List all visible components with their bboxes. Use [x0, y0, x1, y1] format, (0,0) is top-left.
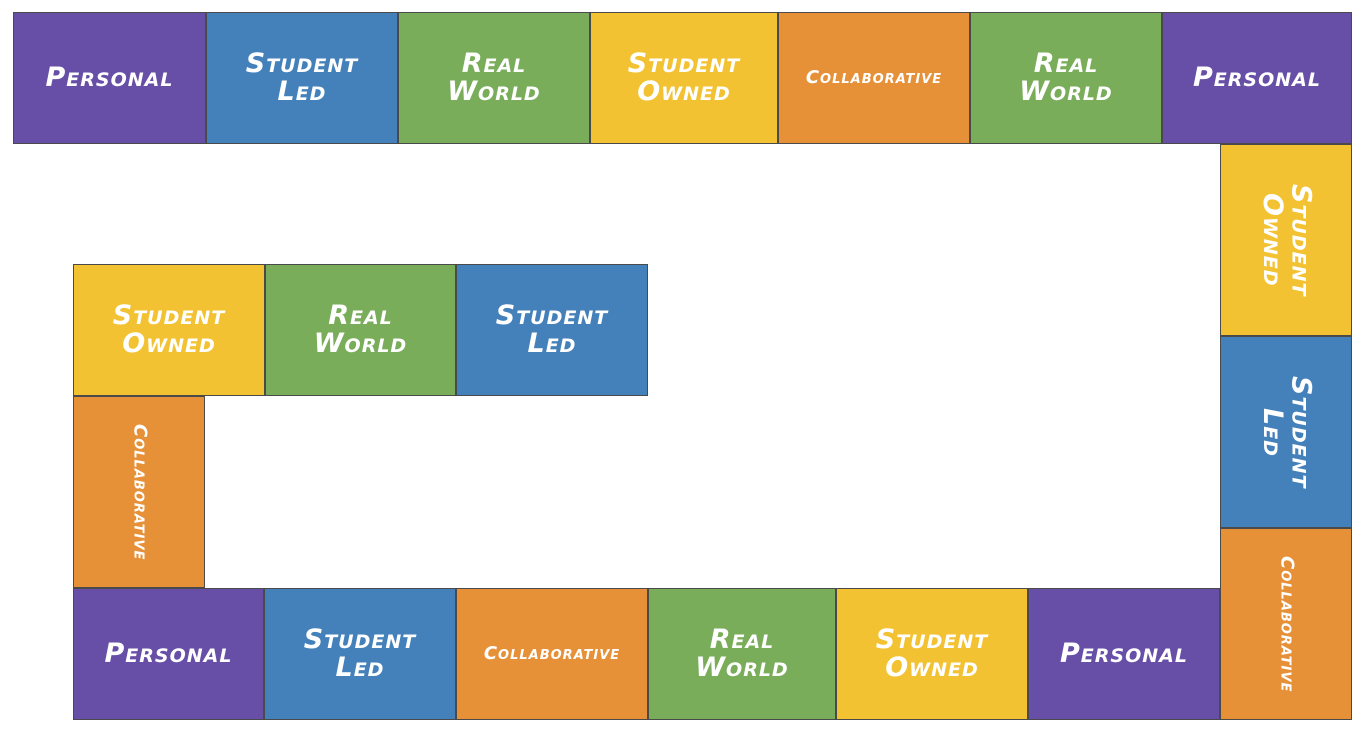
board-space-student-owned[interactable]: Student Owned	[73, 264, 265, 396]
board-space-personal[interactable]: Personal	[1028, 588, 1220, 720]
space-label: Student Led	[245, 47, 359, 107]
space-label: Personal	[45, 61, 174, 93]
space-label: Personal	[1193, 61, 1321, 93]
board-space-student-led[interactable]: Student Led	[456, 264, 648, 396]
space-label: Collaborative	[129, 423, 151, 561]
board-space-real-world[interactable]: Real World	[398, 12, 590, 144]
board-space-student-owned[interactable]: Student Owned	[1220, 144, 1352, 336]
board-space-real-world[interactable]: Real World	[648, 588, 836, 720]
board-space-collaborative[interactable]: Collaborative	[1220, 528, 1352, 720]
board-space-personal[interactable]: Personal	[1162, 12, 1352, 144]
space-label: Collaborative	[1276, 555, 1298, 693]
board-space-collaborative[interactable]: Collaborative	[456, 588, 648, 720]
board-space-student-led[interactable]: Student Led	[264, 588, 456, 720]
board-space-collaborative[interactable]: Collaborative	[73, 396, 205, 588]
board-space-personal[interactable]: Personal	[73, 588, 264, 720]
space-label: Personal	[1060, 637, 1188, 669]
board-space-student-led[interactable]: Student Led	[1220, 336, 1352, 528]
space-label: Student Owned	[627, 47, 741, 107]
space-label: Student Led	[495, 299, 609, 359]
space-label: Real World	[1019, 47, 1113, 107]
space-label: Student Led	[303, 623, 417, 683]
space-label: Student Owned	[1257, 183, 1317, 297]
board-space-student-owned[interactable]: Student Owned	[836, 588, 1028, 720]
space-label: Student Owned	[875, 623, 989, 683]
space-label: Real World	[695, 623, 789, 683]
space-label: Collaborative	[805, 66, 943, 88]
board-space-real-world[interactable]: Real World	[970, 12, 1162, 144]
board-space-collaborative[interactable]: Collaborative	[778, 12, 970, 144]
board-space-student-owned[interactable]: Student Owned	[590, 12, 778, 144]
space-label: Real World	[313, 299, 408, 359]
space-label: Student Led	[1257, 375, 1317, 489]
space-label: Collaborative	[483, 642, 621, 664]
space-label: Personal	[104, 637, 233, 669]
board-space-student-led[interactable]: Student Led	[206, 12, 398, 144]
space-label: Real World	[447, 47, 541, 107]
space-label: Student Owned	[112, 299, 226, 359]
board-space-real-world[interactable]: Real World	[265, 264, 456, 396]
board-space-personal[interactable]: Personal	[13, 12, 206, 144]
